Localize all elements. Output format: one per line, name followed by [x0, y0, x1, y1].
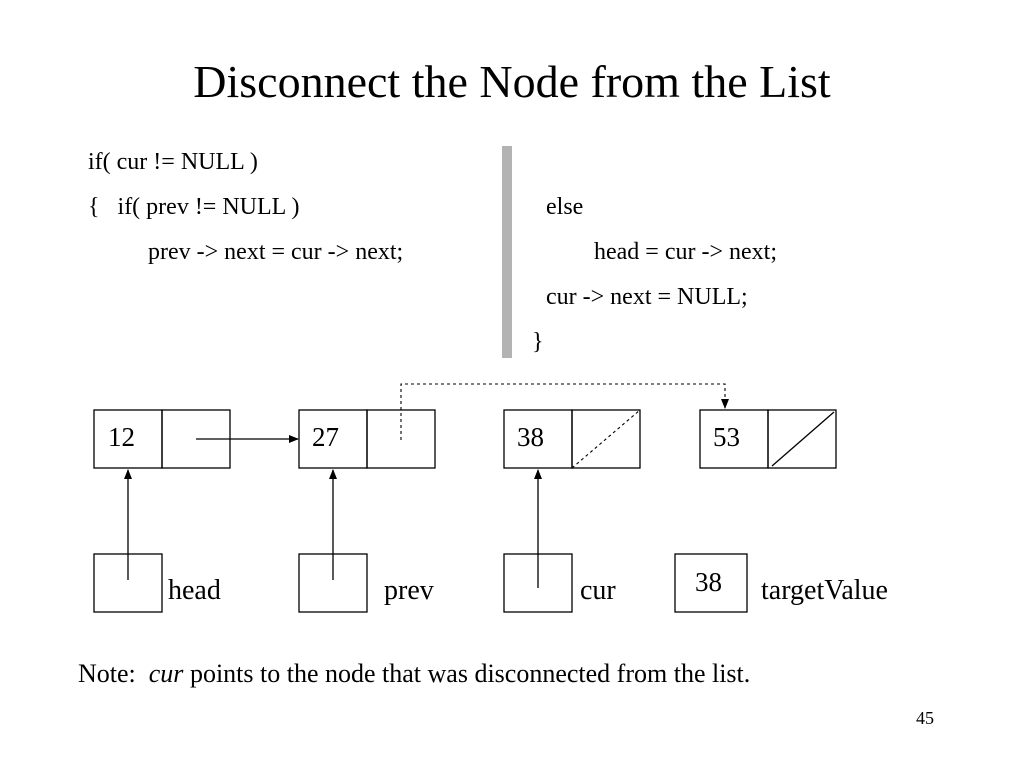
target-value-box: [674, 553, 748, 613]
prev-label: prev: [384, 575, 434, 606]
bypass-arrow-27-to-53: [400, 383, 729, 440]
target-value-label: targetValue: [761, 575, 888, 606]
note-text: Note: cur points to the node that was di…: [78, 657, 750, 691]
node-value: 12: [108, 422, 135, 452]
code-line-if-cur: if( cur != NULL ): [88, 149, 258, 175]
target-value: 38: [695, 567, 722, 597]
node-12: 12: [93, 409, 231, 469]
dashed-null-slash: [571, 409, 641, 469]
code-line-cur-next-null: cur -> next = NULL;: [546, 284, 748, 310]
code-line-prev-next: prev -> next = cur -> next;: [88, 239, 404, 265]
null-slash: [771, 411, 835, 467]
node-value: 27: [312, 422, 339, 452]
node-53: 53: [699, 409, 837, 469]
note-suffix: points to the node that was disconnected…: [183, 659, 751, 688]
page-number: 45: [916, 708, 934, 728]
note-emphasis: cur: [148, 659, 184, 688]
node-value: 38: [517, 422, 544, 452]
node-27: 27: [298, 409, 436, 469]
code-line-else: else: [546, 194, 584, 220]
code-line-head-next: head = cur -> next;: [594, 239, 777, 265]
head-label: head: [168, 575, 221, 606]
code-line-close-brace: }: [532, 329, 544, 355]
code-divider: [502, 146, 512, 358]
node-38: 38: [503, 409, 641, 469]
cur-label: cur: [580, 575, 616, 606]
slide-title: Disconnect the Node from the List: [193, 56, 831, 107]
note-prefix: Note:: [78, 659, 149, 688]
code-line-if-prev: { if( prev != NULL ): [88, 194, 300, 220]
node-value: 53: [713, 422, 740, 452]
